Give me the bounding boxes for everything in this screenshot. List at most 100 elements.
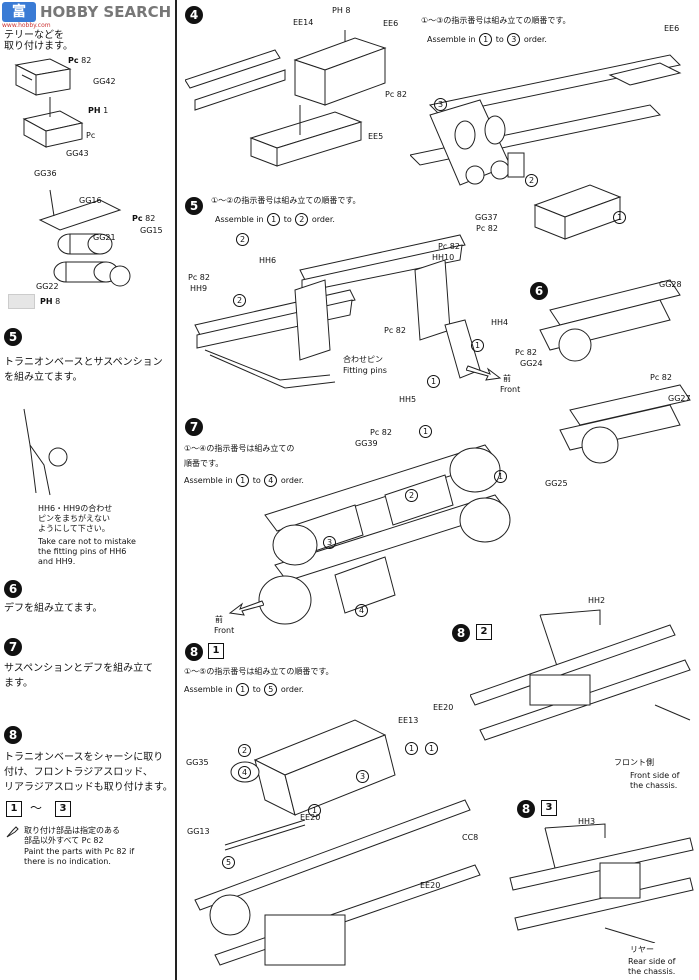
step4r-circle-1: 1	[612, 207, 627, 226]
num-1-icon: 1	[419, 425, 432, 438]
step5-label-hh6: HH6	[259, 256, 277, 265]
label-gg36: GG36	[34, 169, 57, 178]
step5-pin-jp: 合わせピン	[343, 355, 383, 364]
step5-order-en: Assemble in 1 to 2 order.	[215, 213, 335, 226]
step7-badge: 7	[185, 418, 203, 436]
step4-label-ee6: EE6	[383, 19, 399, 28]
step5-label-hh5: HH5	[399, 395, 417, 404]
battery-mount-drawing	[410, 54, 682, 240]
num-1-icon: 1	[267, 213, 281, 226]
step8-1-order-en: Assemble in 1 to 5 order.	[184, 683, 304, 696]
num-1-icon: 1	[427, 375, 440, 388]
step8-1-label-gg35: GG35	[186, 758, 209, 767]
num-2-icon: 2	[295, 213, 309, 226]
watermark-logo: 富 www.hobby.com	[2, 2, 51, 30]
label-gg21: GG21	[93, 233, 116, 242]
step7-label-pc82: Pc 82	[370, 428, 392, 437]
step4r-label-pc82: Pc 82	[476, 224, 498, 233]
num-3-icon: 3	[507, 33, 521, 46]
label-gg43: GG43	[66, 149, 89, 158]
left-step8-badge: 8	[4, 726, 22, 744]
rear-radius-rod-drawing	[509, 823, 694, 943]
step8-1-label-ee20b: EE20	[300, 813, 321, 822]
num-2-icon: 2	[525, 174, 538, 187]
step8-1-order-jp: ①〜⑤の指示番号は組み立ての順番です。	[184, 667, 334, 676]
num-3-icon: 3	[434, 98, 447, 111]
axle-assembly-drawing	[258, 444, 511, 625]
step5-order-jp: ①〜②の指示番号は組み立ての順番です。	[211, 196, 361, 205]
step8-1-circle-2: 2	[237, 740, 252, 759]
paint-brush-icon	[6, 826, 20, 838]
step5-label-hh4: HH4	[491, 318, 509, 327]
step8-2-front-jp: フロント側	[614, 758, 654, 767]
step8-2-label-hh2: HH2	[588, 596, 606, 605]
step7-order-jp: ①〜④の指示番号は組み立ての	[184, 444, 295, 453]
left-step8-range-to: 3	[55, 801, 71, 817]
num-1-icon: 1	[479, 33, 493, 46]
num-1-icon: 1	[425, 742, 438, 755]
step5-label-pc82c: Pc 82	[384, 326, 406, 335]
step5-pin-en: Fitting pins	[343, 366, 387, 375]
step7-front-jp: 前	[215, 615, 223, 624]
label-pc82-mid: Pc 82	[132, 214, 156, 223]
chassis-mount-drawing	[194, 719, 481, 966]
num-1-icon: 1	[236, 474, 250, 487]
step5-circle-2b: 2	[235, 233, 250, 246]
air-tank-drawing	[38, 189, 131, 287]
step4-label-pc82: Pc 82	[385, 90, 407, 99]
color-chip	[8, 294, 35, 309]
step5-circle-1b: 1	[470, 335, 485, 354]
step8-1-label-cc8: CC8	[462, 833, 479, 842]
num-1-icon: 1	[494, 470, 507, 483]
step4r-label-gg37: GG37	[475, 213, 498, 222]
suspension-drawing	[194, 234, 481, 389]
left-step5-badge: 5	[4, 328, 22, 346]
step8-3-box: 3	[541, 800, 557, 816]
fitting-pin-detail-drawing	[23, 408, 68, 496]
left-step6-badge: 6	[4, 580, 22, 598]
step8-1-badge: 8	[185, 643, 203, 661]
step5-label-pc82a: Pc 82	[438, 242, 460, 251]
num-1-icon: 1	[236, 683, 250, 696]
step8-1-circle-3: 3	[355, 766, 370, 785]
left-step8-range-sep: 〜	[30, 801, 43, 815]
left-step7-badge: 7	[4, 638, 22, 656]
step7-circle-1a: 1	[418, 421, 433, 440]
watermark-text: HOBBY SEARCH	[40, 3, 172, 21]
step5-circle-2: 2	[232, 290, 247, 309]
label-gg15: GG15	[140, 226, 163, 235]
left-step5-note-jp: HH6・HH9の合わせ ピンをまちがえない ようにして下さい。	[38, 504, 113, 533]
step4r-circle-3: 3	[433, 94, 448, 113]
step7-order-jp2: 順番です。	[184, 459, 224, 468]
num-1-icon: 1	[308, 804, 321, 817]
column-divider	[175, 0, 177, 980]
left-step6-text: デフを組み立てます。	[4, 603, 103, 614]
step4-label-ph8: PH 8	[332, 6, 351, 15]
label-gg22: GG22	[36, 282, 59, 291]
num-2-icon: 2	[405, 489, 418, 502]
step7-order-en: Assemble in 1 to 4 order.	[184, 474, 304, 487]
step8-3-label-hh3: HH3	[578, 817, 596, 826]
num-4-icon: 4	[238, 766, 251, 779]
label-pc82-box: Pc	[86, 131, 96, 140]
step4r-label-ee6: EE6	[664, 24, 680, 33]
left-step8-text: トラニオンベースをシャーシに取り 付け、フロントラジアスロッド、 リアラジアスロ…	[4, 752, 173, 793]
step5-label-hh9: HH9	[190, 284, 208, 293]
fuel-tank-drawing	[185, 30, 387, 167]
step8-1-circle-2b: 1	[404, 738, 419, 757]
step8-1-circle-1c: 1	[307, 800, 322, 819]
step7-circle-1b: 1	[493, 466, 508, 485]
step4r-circle-2: 2	[524, 170, 539, 189]
front-radius-rod-drawing	[470, 609, 691, 741]
step5-label-hh10: HH10	[432, 253, 455, 262]
step8-2-badge: 8	[452, 624, 470, 642]
step6-badge: 6	[530, 282, 548, 300]
step7-circle-4: 4	[354, 600, 369, 619]
left-step8-range-from: 1	[6, 801, 22, 817]
step5-badge: 5	[185, 197, 203, 215]
watermark-logo-glyph: 富	[2, 2, 36, 22]
step8-2-front-en: Front side of the chassis.	[630, 771, 680, 790]
num-5-icon: 5	[264, 683, 278, 696]
step6-label-gg25: GG25	[545, 479, 568, 488]
left-step8-paint-en: Paint the parts with Pc 82 if there is n…	[24, 847, 135, 866]
